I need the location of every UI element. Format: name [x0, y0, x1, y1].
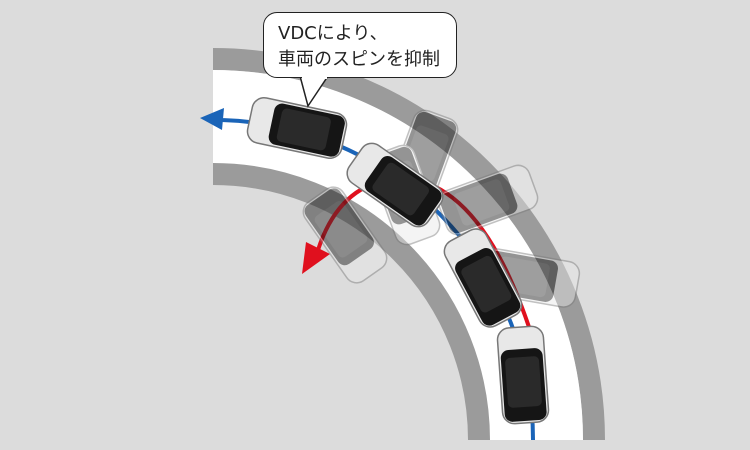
- callout-line-1: VDCにより、: [278, 23, 388, 44]
- callout-bubble: VDCにより、 車両のスピンを抑制: [263, 12, 457, 78]
- callout-line-2: 車両のスピンを抑制: [278, 49, 440, 70]
- controlled-path-arrowhead: [200, 108, 224, 130]
- inner-road-edge: [212, 163, 490, 441]
- car-position-4: [495, 324, 551, 426]
- spin-path-arrowhead: [302, 242, 330, 274]
